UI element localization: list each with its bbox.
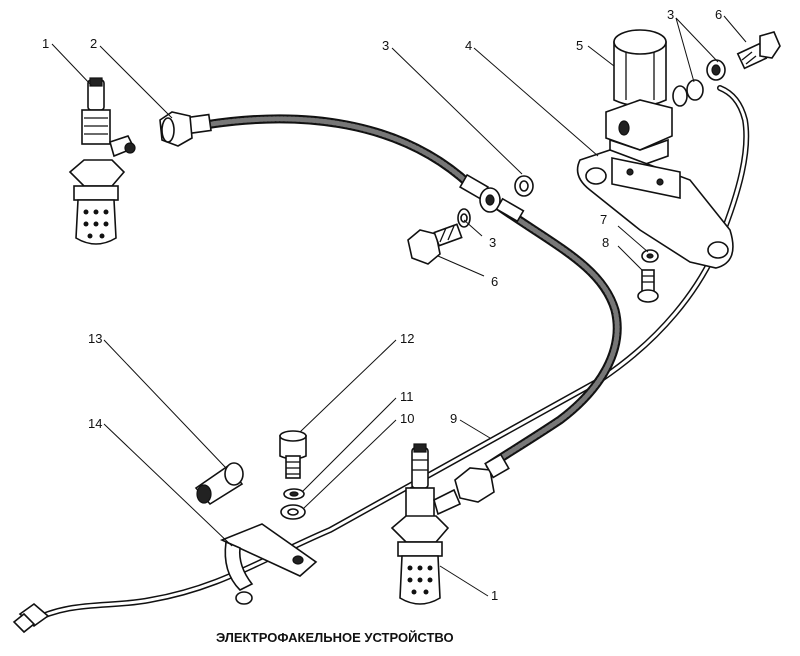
callout-10: 10 xyxy=(400,411,414,426)
clamp-14 xyxy=(219,523,318,605)
bracket-4 xyxy=(576,149,734,269)
callout-6-upper: 6 xyxy=(715,7,722,22)
figure-caption: ЭЛЕКТРОФАКЕЛЬНОЕ УСТРОЙСТВО xyxy=(216,630,454,645)
callout-8: 8 xyxy=(602,235,609,250)
spring-washer-7 xyxy=(641,249,659,263)
glow-plug-1-lower xyxy=(390,443,462,605)
callout-1-lower: 1 xyxy=(491,588,498,603)
bolt-12 xyxy=(279,430,307,479)
callout-3-upper: 3 xyxy=(667,7,674,22)
callout-5: 5 xyxy=(576,38,583,53)
callout-14: 14 xyxy=(88,416,102,431)
washer-3-mid xyxy=(514,175,534,197)
fuel-tube-9 xyxy=(12,85,750,634)
callout-6-lower: 6 xyxy=(491,274,498,289)
callout-2: 2 xyxy=(90,36,97,51)
callout-3-mid: 3 xyxy=(382,38,389,53)
tee-fitting xyxy=(459,173,525,223)
callout-7: 7 xyxy=(600,212,607,227)
callout-9: 9 xyxy=(450,411,457,426)
washers-3-upper xyxy=(672,59,726,107)
spring-washer-11 xyxy=(283,488,305,500)
bolt-8 xyxy=(637,269,659,303)
callout-1-upper: 1 xyxy=(42,36,49,51)
washer-10 xyxy=(280,504,306,520)
callout-12: 12 xyxy=(400,331,414,346)
glow-plug-1-upper xyxy=(68,77,136,245)
callout-3-lower: 3 xyxy=(489,235,496,250)
banjo-bolt-6-upper xyxy=(736,31,781,70)
callout-13: 13 xyxy=(88,331,102,346)
solenoid-valve-5 xyxy=(605,29,673,167)
hose-2 xyxy=(159,111,622,503)
callout-labels: 1 2 3 4 5 3 6 3 6 7 8 13 12 11 10 9 14 1 xyxy=(42,7,722,603)
bushing-13 xyxy=(194,462,244,506)
banjo-bolt-6-lower xyxy=(407,208,471,265)
callout-4: 4 xyxy=(465,38,472,53)
callout-11: 11 xyxy=(400,389,414,404)
leader-lines xyxy=(51,15,747,597)
